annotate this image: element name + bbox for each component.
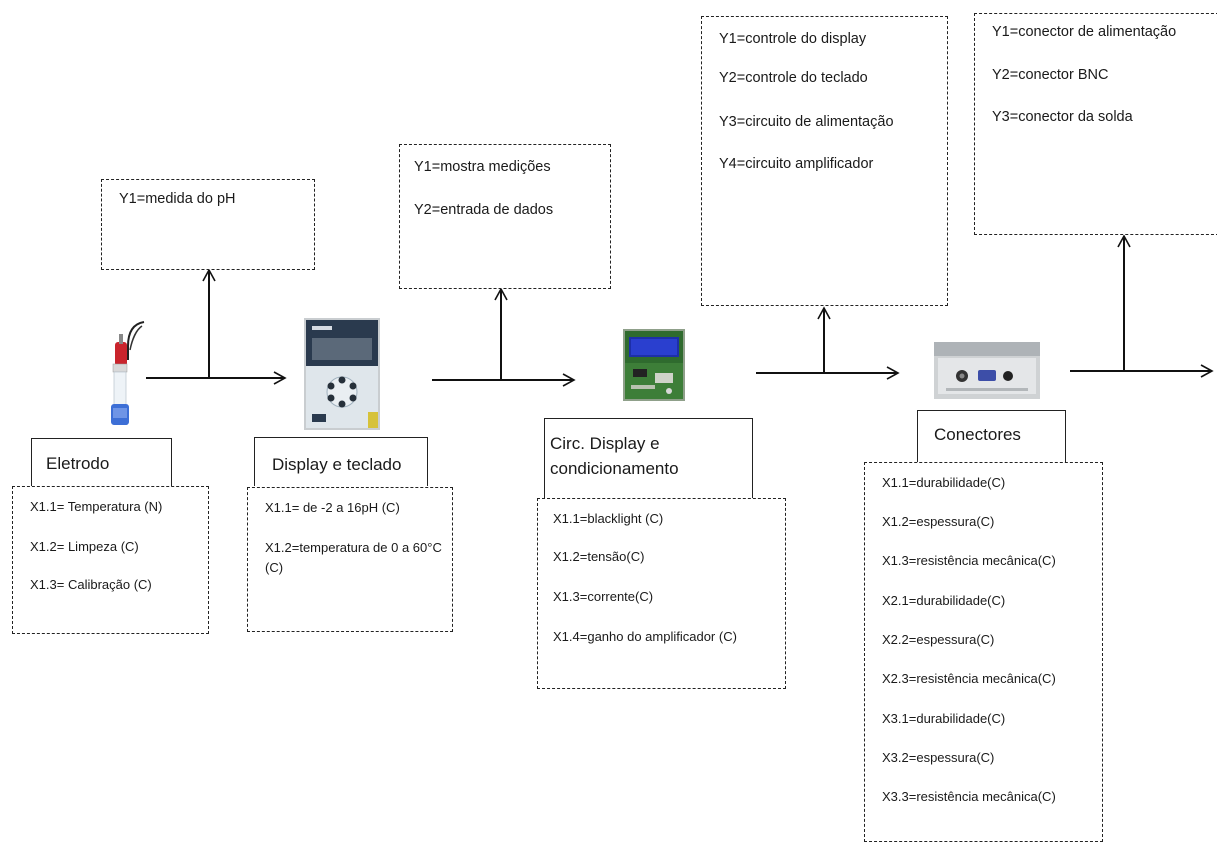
stage-name: Eletrodo [46,454,110,473]
input-line: X1.2= Limpeza (C) [30,539,139,554]
input-line: X3.3=resistência mecânica(C) [882,789,1056,804]
input-box-conectores: X1.1=durabilidade(C) X1.2=espessura(C) X… [864,462,1103,842]
input-line: X1.1= de -2 a 16pH (C) [265,500,400,515]
input-line: X2.3=resistência mecânica(C) [882,671,1056,686]
connector-enclosure-image [934,342,1040,399]
input-line: X2.1=durabilidade(C) [882,593,1006,608]
stage-name: Conectores [934,425,1021,444]
output-line: Y2=entrada de dados [414,202,554,218]
output-box-circ-display: Y1=controle do display Y2=controle do te… [701,16,948,306]
input-line: X1.3= Calibração (C) [30,577,152,592]
output-box-eletrodo: Y1=medida do pH [101,179,315,270]
output-line: Y2=conector BNC [992,67,1109,83]
output-box-display-teclado: Y1=mostra medições Y2=entrada de dados [399,144,611,289]
input-line: X1.1=durabilidade(C) [882,475,1006,490]
input-line: X1.2=tensão(C) [553,549,645,564]
stage-label-box-eletrodo: Eletrodo [31,438,172,486]
stage-name: Circ. Display e condicionamento [550,434,679,478]
output-line: Y4=circuito amplificador [719,156,874,172]
input-box-display-teclado: X1.1= de -2 a 16pH (C) X1.2=temperatura … [247,487,453,632]
stage-label-box-circ-display: Circ. Display e condicionamento [544,418,753,498]
input-line: X1.3=corrente(C) [553,589,654,604]
output-line: Y3=conector da solda [992,109,1133,125]
input-line: X1.1=blacklight (C) [553,511,664,526]
input-line: X3.2=espessura(C) [882,750,995,765]
lcd-circuit-board-image [623,329,685,401]
input-line: X1.2=temperatura de 0 a 60°C (C) [265,540,442,575]
input-line: X3.1=durabilidade(C) [882,711,1006,726]
output-line: Y1=medida do pH [119,191,236,207]
display-keypad-image [304,318,380,430]
output-line: Y3=circuito de alimentação [719,114,894,130]
stage-label-box-display-teclado: Display e teclado [254,437,428,486]
input-line: X1.4=ganho do amplificador (C) [553,629,737,644]
ph-electrode-image [84,320,148,428]
output-line: Y1=controle do display [719,31,867,47]
input-line: X1.3=resistência mecânica(C) [882,553,1056,568]
input-line: X1.2=espessura(C) [882,514,995,529]
input-box-eletrodo: X1.1= Temperatura (N) X1.2= Limpeza (C) … [12,486,209,634]
output-line: Y1=conector de alimentação [992,24,1177,40]
input-line: X2.2=espessura(C) [882,632,995,647]
stage-name: Display e teclado [272,455,402,474]
input-box-circ-display: X1.1=blacklight (C) X1.2=tensão(C) X1.3=… [537,498,786,689]
output-box-conectores: Y1=conector de alimentação Y2=conector B… [974,13,1217,235]
output-line: Y1=mostra medições [414,159,551,175]
input-line: X1.1= Temperatura (N) [30,499,163,514]
output-line: Y2=controle do teclado [719,70,868,86]
stage-label-box-conectores: Conectores [917,410,1066,462]
